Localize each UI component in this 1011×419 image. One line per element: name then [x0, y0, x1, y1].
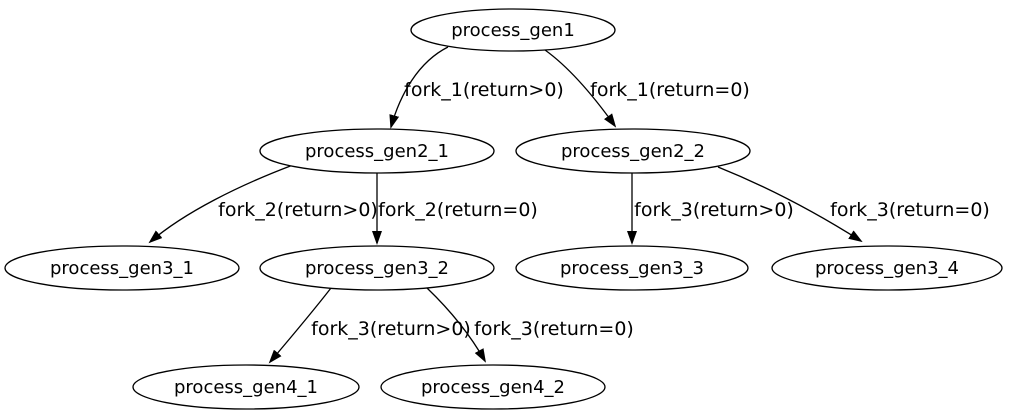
node-process_gen1: process_gen1 — [410, 8, 616, 52]
edge-process_gen3_2-process_gen4_2 — [426, 287, 486, 363]
edge-process_gen2_2-process_gen3_4 — [717, 166, 863, 243]
node-label: process_gen3_1 — [50, 258, 194, 279]
edge-label: fork_1(return>0) — [404, 79, 564, 101]
node-label: process_gen2_2 — [561, 141, 705, 162]
node-label: process_gen3_2 — [305, 258, 449, 279]
node-ellipse — [410, 8, 616, 52]
edge-label: fork_2(return=0) — [378, 199, 538, 221]
node-ellipse — [771, 245, 1003, 291]
node-process_gen3_3: process_gen3_3 — [515, 245, 749, 291]
node-label: process_gen3_3 — [560, 258, 704, 279]
edge-process_gen2_1-process_gen3_1 — [148, 164, 294, 244]
node-process_gen2_2: process_gen2_2 — [515, 128, 751, 174]
edge-labels-layer: fork_1(return>0) fork_1(return=0) fork_2… — [218, 79, 990, 340]
edges-layer — [148, 46, 863, 364]
edge-process_gen3_2-process_gen4_1 — [268, 287, 332, 364]
node-ellipse — [259, 128, 495, 174]
node-ellipse — [4, 245, 240, 291]
edge-label: fork_1(return=0) — [590, 79, 750, 101]
node-label: process_gen4_1 — [174, 377, 318, 398]
edge-label: fork_3(return>0) — [311, 318, 471, 340]
node-ellipse — [515, 245, 749, 291]
node-label: process_gen1 — [451, 20, 575, 41]
edge-label: fork_3(return=0) — [474, 318, 634, 340]
node-label: process_gen2_1 — [305, 141, 449, 162]
node-process_gen4_1: process_gen4_1 — [132, 364, 360, 410]
edge-label: fork_2(return>0) — [218, 199, 378, 221]
node-process_gen3_2: process_gen3_2 — [259, 245, 495, 291]
edge-process_gen1-process_gen2_1 — [389, 46, 449, 129]
node-label: process_gen3_4 — [815, 258, 959, 279]
node-process_gen3_1: process_gen3_1 — [4, 245, 240, 291]
node-label: process_gen4_2 — [421, 377, 565, 398]
edge-label: fork_3(return=0) — [830, 199, 990, 221]
node-ellipse — [380, 364, 606, 410]
node-process_gen2_1: process_gen2_1 — [259, 128, 495, 174]
node-process_gen3_4: process_gen3_4 — [771, 245, 1003, 291]
edge-process_gen1-process_gen2_2 — [544, 49, 617, 128]
node-ellipse — [132, 364, 360, 410]
edge-label: fork_3(return>0) — [634, 199, 794, 221]
node-ellipse — [515, 128, 751, 174]
node-ellipse — [259, 245, 495, 291]
nodes-layer: process_gen1 process_gen2_1 process_gen2… — [4, 8, 1003, 410]
node-process_gen4_2: process_gen4_2 — [380, 364, 606, 410]
